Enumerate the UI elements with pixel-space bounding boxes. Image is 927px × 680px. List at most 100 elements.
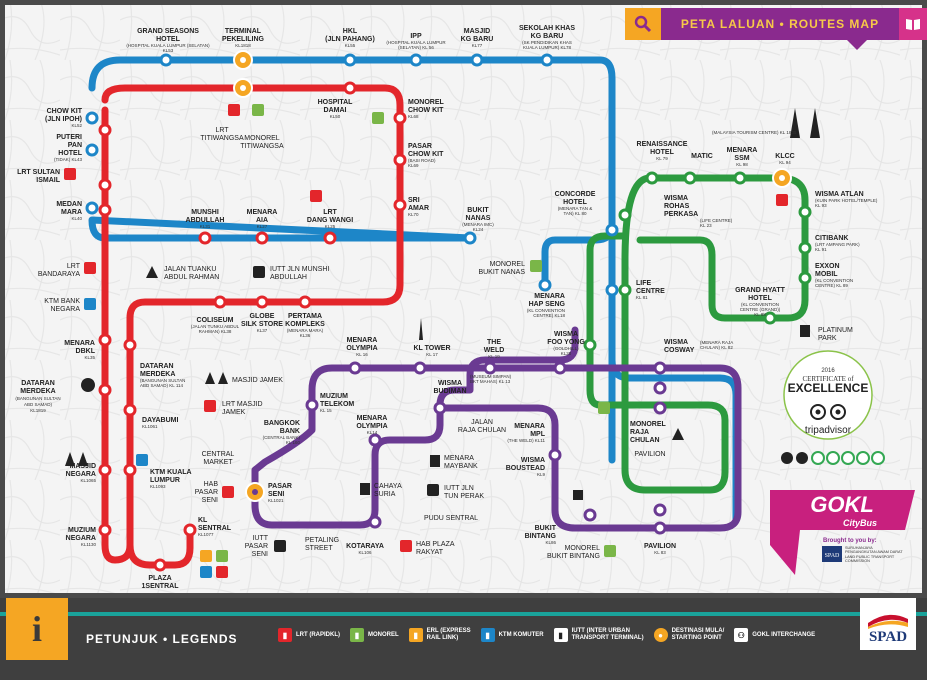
station-kotaraya[interactable] xyxy=(368,515,382,529)
station-muzium-negara[interactable] xyxy=(98,523,112,537)
station-puteri-pan[interactable] xyxy=(85,143,99,157)
station-wisma-foo-yong[interactable] xyxy=(553,361,567,375)
station-menara-dbkl[interactable] xyxy=(98,333,112,347)
station-hospital-damai[interactable] xyxy=(343,81,357,95)
station-masjid-kg-baru[interactable] xyxy=(470,53,484,67)
station-cosway-2[interactable] xyxy=(653,381,667,395)
station-wisma-rohas[interactable] xyxy=(618,208,632,222)
station-dataran-merdeka-red[interactable] xyxy=(98,383,112,397)
monorel-raja-chulan-icon xyxy=(598,402,610,414)
station-menara-olympia-2[interactable] xyxy=(368,433,382,447)
station-kl-sentral[interactable] xyxy=(183,523,197,537)
station-pavilion-2[interactable] xyxy=(653,521,667,535)
map-title: PETA LALUAN • ROUTES MAP xyxy=(661,8,899,40)
station-pertama[interactable] xyxy=(298,295,312,309)
station-bukit-bintang[interactable] xyxy=(583,508,597,522)
station-menara-hap-seng[interactable] xyxy=(538,278,552,292)
bus-icon: ▮ xyxy=(553,628,568,642)
station-sri-amar[interactable] xyxy=(393,198,407,212)
station-ipp[interactable] xyxy=(409,53,423,67)
tripadvisor-brand: tripadvisor xyxy=(805,425,852,436)
station-life-centre-blue[interactable] xyxy=(605,283,619,297)
station-grand-hyatt[interactable] xyxy=(763,311,777,325)
station-kl-tower[interactable] xyxy=(413,361,427,375)
station-globe-silk[interactable] xyxy=(255,295,269,309)
station-medan-red[interactable] xyxy=(98,203,112,217)
station-concorde[interactable] xyxy=(605,223,619,237)
svg-text:KL52: KL52 xyxy=(71,123,82,128)
station-matic[interactable] xyxy=(683,171,697,185)
svg-text:KL40: KL40 xyxy=(71,216,82,221)
purple-stations xyxy=(248,361,667,535)
station-masjid-negara[interactable] xyxy=(98,463,112,477)
station-cosway-3[interactable] xyxy=(653,401,667,415)
svg-text:MASJID JAMEK: MASJID JAMEK xyxy=(232,377,283,384)
station-dayabumi[interactable] xyxy=(123,403,137,417)
station-ktm-kl[interactable] xyxy=(123,463,137,477)
lrt-bandaraya-icon xyxy=(84,262,96,274)
station-puteri-red[interactable] xyxy=(98,123,112,137)
green-stations xyxy=(583,171,812,352)
station-wisma-budiman[interactable] xyxy=(433,401,447,415)
station-life-centre[interactable] xyxy=(618,283,632,297)
station-muzium-telekom[interactable] xyxy=(305,398,319,412)
station-wisma-cosway[interactable] xyxy=(653,361,667,375)
station-wisma-foo-yong-green[interactable] xyxy=(583,338,597,352)
station-medan-mara[interactable] xyxy=(85,201,99,215)
svg-text:KL 19: KL 19 xyxy=(488,354,500,359)
bus-icon xyxy=(274,540,286,552)
station-monorel-chow-kit[interactable] xyxy=(393,111,407,125)
station-citibank[interactable] xyxy=(798,241,812,255)
station-dataran-merdeka-stn[interactable] xyxy=(123,338,137,352)
clock-icon xyxy=(81,378,95,392)
svg-text:PAVILION: PAVILION xyxy=(644,543,676,550)
svg-text:KL1093: KL1093 xyxy=(150,484,166,489)
ktm-bank-negara-icon xyxy=(84,298,96,310)
station-hkl[interactable] xyxy=(343,53,357,67)
svg-text:KL9: KL9 xyxy=(537,472,546,477)
station-menara-ssm[interactable] xyxy=(733,171,747,185)
station-grand-seasons[interactable] xyxy=(159,53,173,67)
station-bukit-nanas[interactable] xyxy=(463,231,477,245)
info-icon[interactable]: i xyxy=(6,598,68,660)
svg-text:LAND PUBLIC TRANSPORT: LAND PUBLIC TRANSPORT xyxy=(845,555,895,559)
station-renaissance[interactable] xyxy=(645,171,659,185)
kl-tower-icon xyxy=(419,318,423,340)
station-sultan-ismail-red[interactable] xyxy=(98,178,112,192)
station-wisma-atlan[interactable] xyxy=(798,205,812,219)
station-exxon[interactable] xyxy=(798,271,812,285)
search-icon[interactable] xyxy=(625,8,661,40)
bus-icon xyxy=(427,484,439,496)
station-plaza-sentral[interactable] xyxy=(153,558,167,572)
erl-kl-sentral-icon xyxy=(200,550,212,562)
station-sekolah-khas[interactable] xyxy=(540,53,554,67)
gokl-subtitle: CityBus xyxy=(843,518,877,528)
legend-item-start: ● DESTINASI MULA/STARTING POINT xyxy=(653,628,724,642)
station-menara-aia[interactable] xyxy=(255,231,269,245)
station-pasar-chow-kit[interactable] xyxy=(393,153,407,167)
station-the-weld[interactable] xyxy=(483,361,497,375)
svg-text:(MENARA MARA)KL36: (MENARA MARA)KL36 xyxy=(287,328,324,338)
certificate-label: CERTIFICATE of xyxy=(802,375,854,383)
station-dang-wangi[interactable] xyxy=(323,231,337,245)
station-menara-olympia[interactable] xyxy=(348,361,362,375)
station-chow-kit-jln-ipoh[interactable] xyxy=(85,111,99,125)
station-pavilion-1[interactable] xyxy=(653,503,667,517)
lrt-sultan-ismail-icon xyxy=(64,168,76,180)
station-coliseum[interactable] xyxy=(213,295,227,309)
station-wisma-boustead[interactable] xyxy=(548,448,562,462)
book-icon[interactable] xyxy=(899,8,927,40)
station-munshi[interactable] xyxy=(198,231,212,245)
